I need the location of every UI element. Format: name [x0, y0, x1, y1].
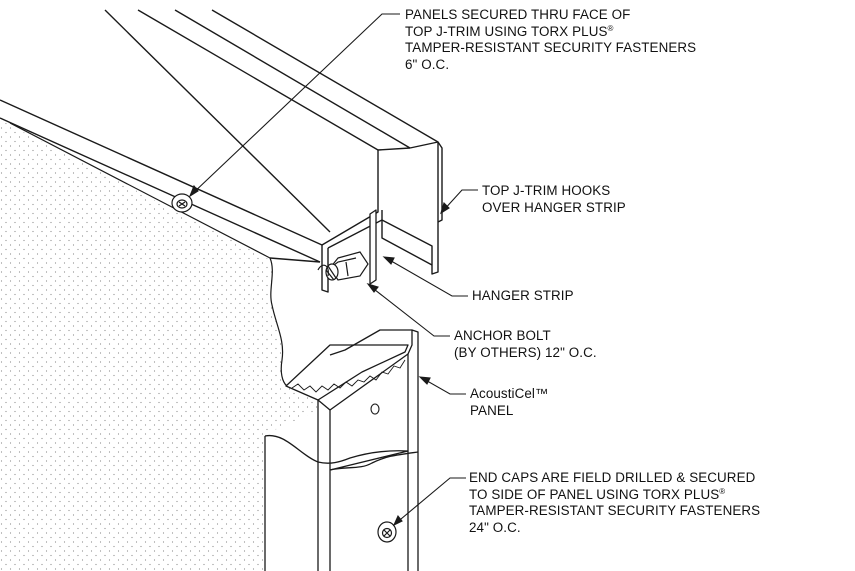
callout-end-caps-line3: TAMPER-RESISTANT SECURITY FASTENERS	[469, 503, 761, 518]
callout-panel-line1: AcoustiCel™	[470, 386, 549, 401]
callout-hanger-strip: HANGER STRIP	[472, 288, 574, 305]
callout-end-caps-line2-text: TO SIDE OF PANEL USING TORX PLUS	[469, 486, 720, 502]
callout-panel-line2: PANEL	[470, 402, 514, 418]
callout-hanger-strip-line1: HANGER STRIP	[472, 288, 574, 303]
hanger-strip	[369, 209, 377, 285]
callout-top-j-trim-line2: OVER HANGER STRIP	[482, 199, 626, 215]
callout-end-caps-line2: TO SIDE OF PANEL USING TORX PLUS®	[469, 487, 760, 504]
registered-mark: ®	[607, 23, 614, 33]
callout-panel-fasteners-line4: 6" O.C.	[405, 56, 450, 72]
callout-end-caps-line1: END CAPS ARE FIELD DRILLED & SECURED	[469, 470, 756, 485]
callout-panel-fasteners: PANELS SECURED THRU FACE OF TOP J-TRIM U…	[405, 7, 696, 73]
callout-panel-fasteners-line2: TOP J-TRIM USING TORX PLUS®	[405, 24, 696, 41]
callout-end-caps-line4: 24" O.C.	[469, 519, 521, 535]
callout-anchor-bolt: ANCHOR BOLT (BY OTHERS) 12" O.C.	[454, 328, 597, 361]
callout-panel: AcoustiCel™ PANEL	[470, 386, 549, 419]
panel-core-cut	[291, 359, 406, 393]
j-trim-fastener	[171, 193, 193, 213]
panel-top-edge	[9, 122, 288, 387]
acoustic-panel-face	[0, 120, 318, 571]
callout-end-caps: END CAPS ARE FIELD DRILLED & SECURED TO …	[469, 470, 760, 536]
callout-top-j-trim: TOP J-TRIM HOOKS OVER HANGER STRIP	[482, 183, 626, 216]
callout-panel-fasteners-line1: PANELS SECURED THRU FACE OF	[405, 7, 631, 22]
end-cap-fastener	[377, 521, 397, 543]
registered-mark: ®	[719, 486, 726, 496]
anchor-bolt	[317, 251, 369, 281]
callout-panel-fasteners-line3: TAMPER-RESISTANT SECURITY FASTENERS	[405, 40, 697, 55]
callout-anchor-bolt-line2: (BY OTHERS) 12" O.C.	[454, 344, 597, 360]
panel-end-cap	[264, 329, 419, 571]
end-cap-hole	[370, 403, 380, 415]
callout-panel-fasteners-line2-text: TOP J-TRIM USING TORX PLUS	[405, 23, 608, 39]
callout-anchor-bolt-line1: ANCHOR BOLT	[454, 328, 551, 343]
leader-lines	[188, 13, 478, 527]
top-j-trim	[0, 9, 443, 293]
callout-top-j-trim-line1: TOP J-TRIM HOOKS	[482, 183, 611, 198]
